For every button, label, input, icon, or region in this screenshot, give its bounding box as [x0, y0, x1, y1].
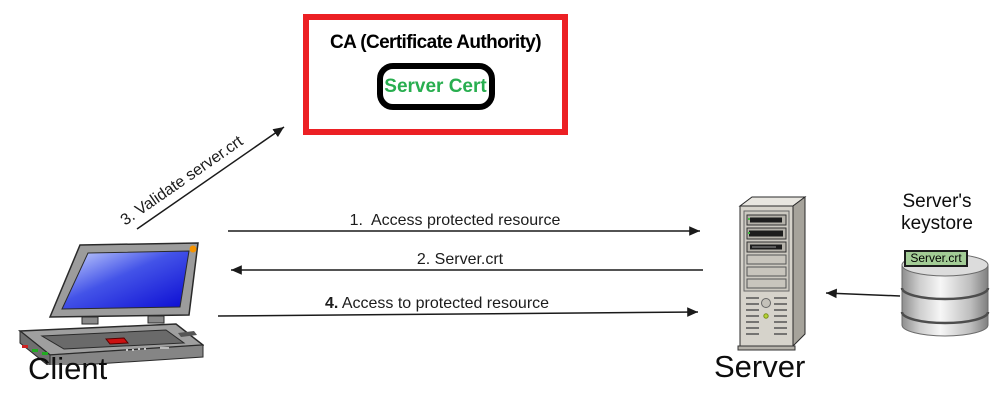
server-cert-label: Server Cert [384, 75, 487, 97]
server-label: Server [714, 349, 806, 384]
server-cert-box: Server Cert [376, 63, 495, 110]
drive-bays-icon [746, 214, 787, 289]
ca-box: CA (Certificate Authority) Server Cert [303, 14, 568, 135]
keystore-file-label: Server.crt [904, 250, 968, 267]
keystore-title: Server's keystore [901, 191, 973, 234]
client-laptop-icon [17, 242, 204, 365]
label-step4-text: Access to protected resource [341, 295, 550, 312]
server-tower-icon [737, 196, 807, 351]
ca-title: CA (Certificate Authority) [330, 32, 542, 53]
power-led-icon [189, 245, 197, 253]
label-step1: 1. Access protected resource [349, 212, 561, 229]
arrow-validate-server-crt [136, 126, 285, 230]
status-led-icon [763, 313, 769, 319]
client-label: Client [28, 351, 108, 386]
label-step2: 2. Server.crt [416, 251, 504, 268]
vent-slats-icon [746, 297, 787, 335]
power-button-icon [761, 298, 771, 308]
arrow-access-to-protected-resource [217, 307, 699, 317]
arrow-keystore-to-server [825, 288, 901, 299]
label-step4: 4. Access to protected resource [222, 295, 652, 313]
label-step4-number: 4. [324, 295, 339, 312]
